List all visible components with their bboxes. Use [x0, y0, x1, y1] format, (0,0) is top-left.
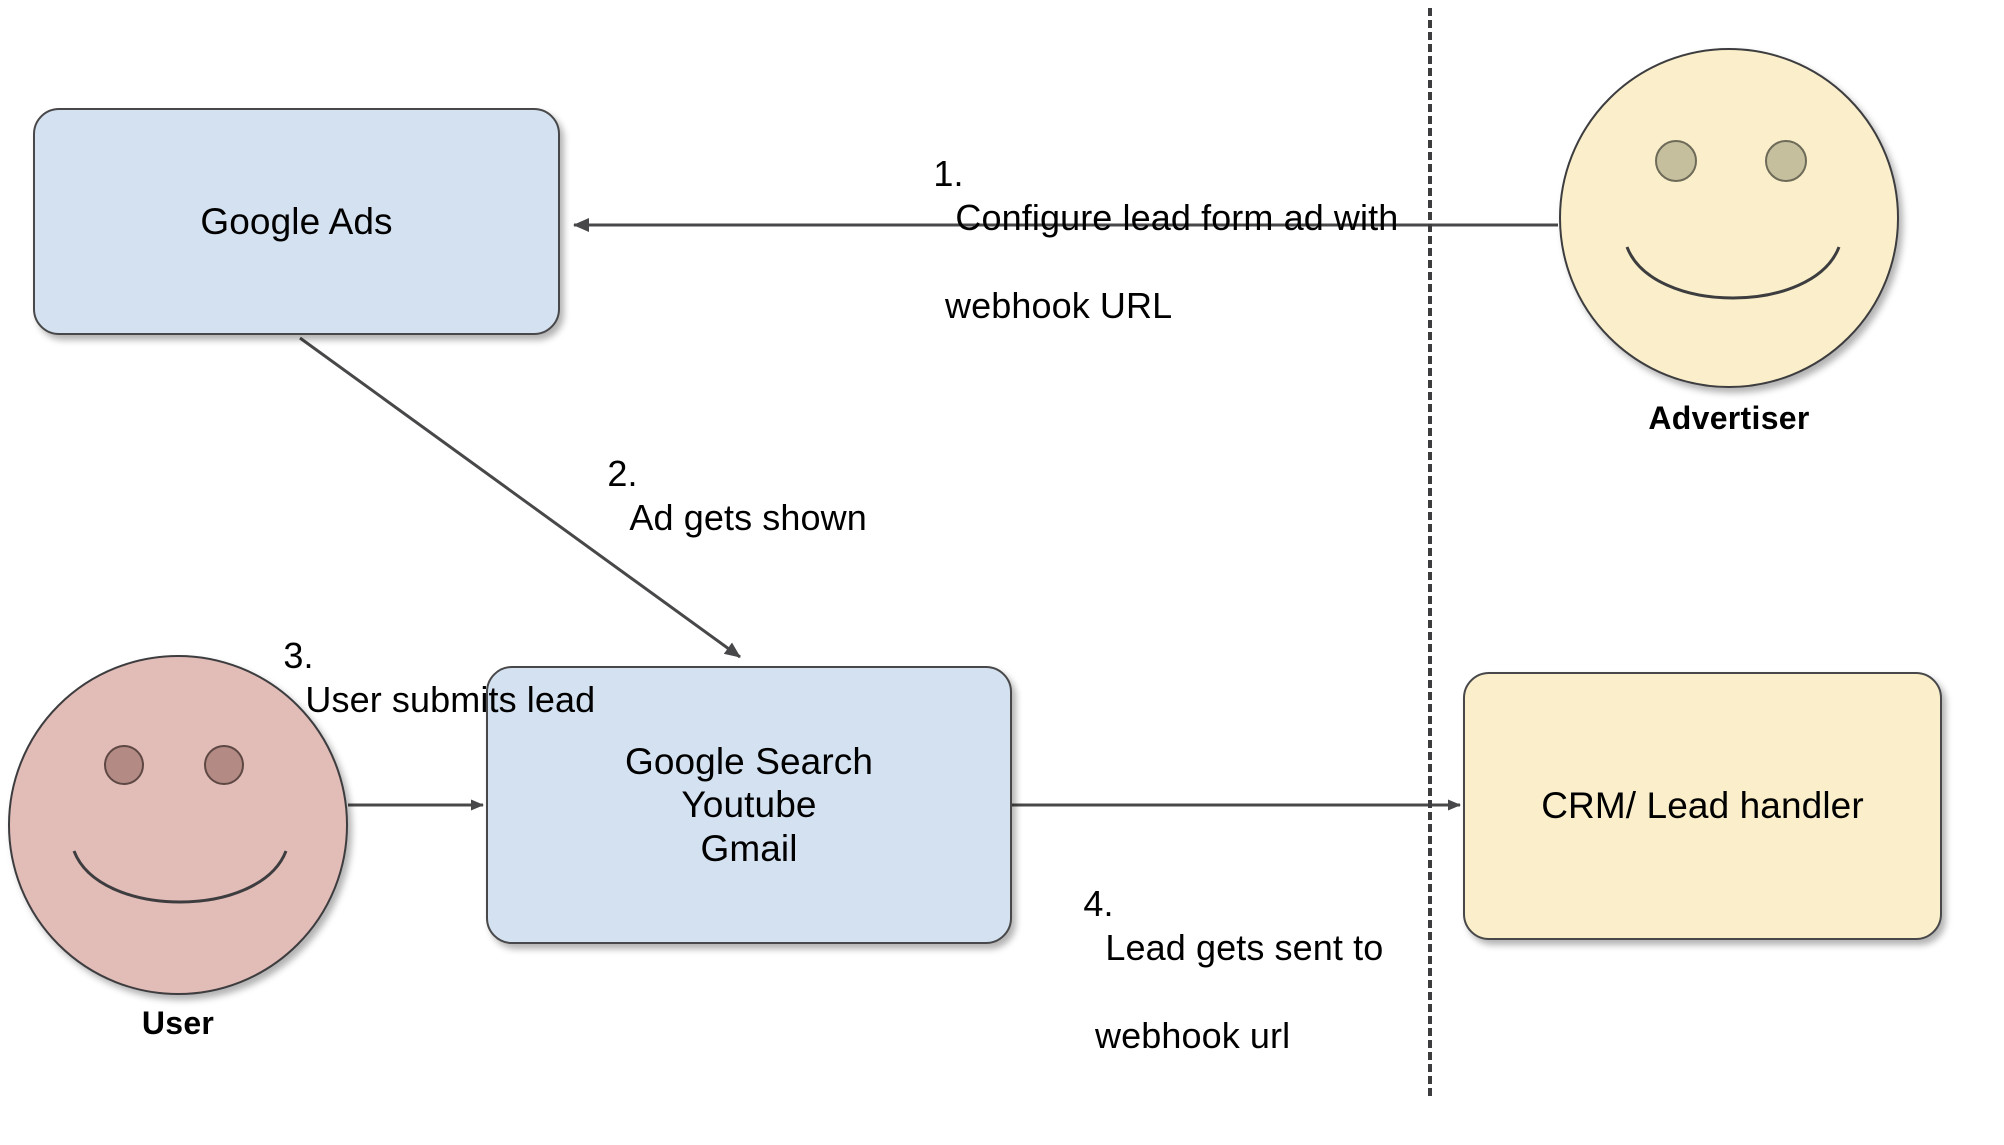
node-channels-label: Google Search Youtube Gmail [625, 740, 873, 871]
edge-label-3: 3. User submits lead [243, 590, 595, 766]
node-channels-line-1: Google Search [624, 740, 874, 782]
advertiser-face [1559, 48, 1899, 388]
edge-label-1: 1. Configure lead form ad with webhook U… [893, 108, 1398, 415]
edge-label-3-line-1: User submits lead [305, 678, 596, 720]
edge-label-4-line-1: Lead gets sent to [1105, 926, 1384, 968]
edge-label-4: 4. Lead gets sent to webhook url [1043, 838, 1383, 1145]
node-google-ads-label: Google Ads [200, 200, 393, 242]
user-eye-right [204, 745, 244, 785]
edge-label-4-number: 4. [1083, 882, 1114, 924]
user-face [8, 655, 348, 995]
edge-label-2: 2. Ad gets shown [567, 408, 867, 584]
node-google-ads[interactable]: Google Ads [33, 108, 560, 335]
advertiser-eye-right [1765, 140, 1807, 182]
edge-label-3-number: 3. [283, 634, 314, 676]
node-channels-line-3: Gmail [700, 827, 798, 869]
edge-label-2-number: 2. [607, 452, 638, 494]
edge-label-2-line-1: Ad gets shown [629, 496, 867, 538]
advertiser-label: Advertiser [1648, 400, 1810, 436]
node-channels-line-2: Youtube [681, 784, 817, 826]
edge-label-1-line-1: Configure lead form ad with [955, 196, 1399, 238]
diagram-canvas: Google Ads Google Search Youtube Gmail C… [8, 8, 1942, 1096]
node-crm-label: CRM/ Lead handler [1541, 785, 1864, 827]
edge-label-4-line-2: webhook url [1095, 1014, 1291, 1056]
user-label: User [141, 1005, 215, 1041]
user-eye-left [104, 745, 144, 785]
edge-label-1-line-2: webhook URL [945, 284, 1173, 326]
advertiser-eye-left [1655, 140, 1697, 182]
advertiser-smile-icon [1625, 246, 1841, 300]
actor-user[interactable]: User [8, 655, 348, 1045]
user-smile-icon [72, 850, 288, 904]
edge-label-1-number: 1. [933, 152, 964, 194]
node-channels[interactable]: Google Search Youtube Gmail [486, 666, 1012, 944]
boundary-divider [1428, 8, 1432, 1096]
actor-advertiser[interactable]: Advertiser [1559, 48, 1899, 438]
node-crm-lead-handler[interactable]: CRM/ Lead handler [1463, 672, 1942, 940]
